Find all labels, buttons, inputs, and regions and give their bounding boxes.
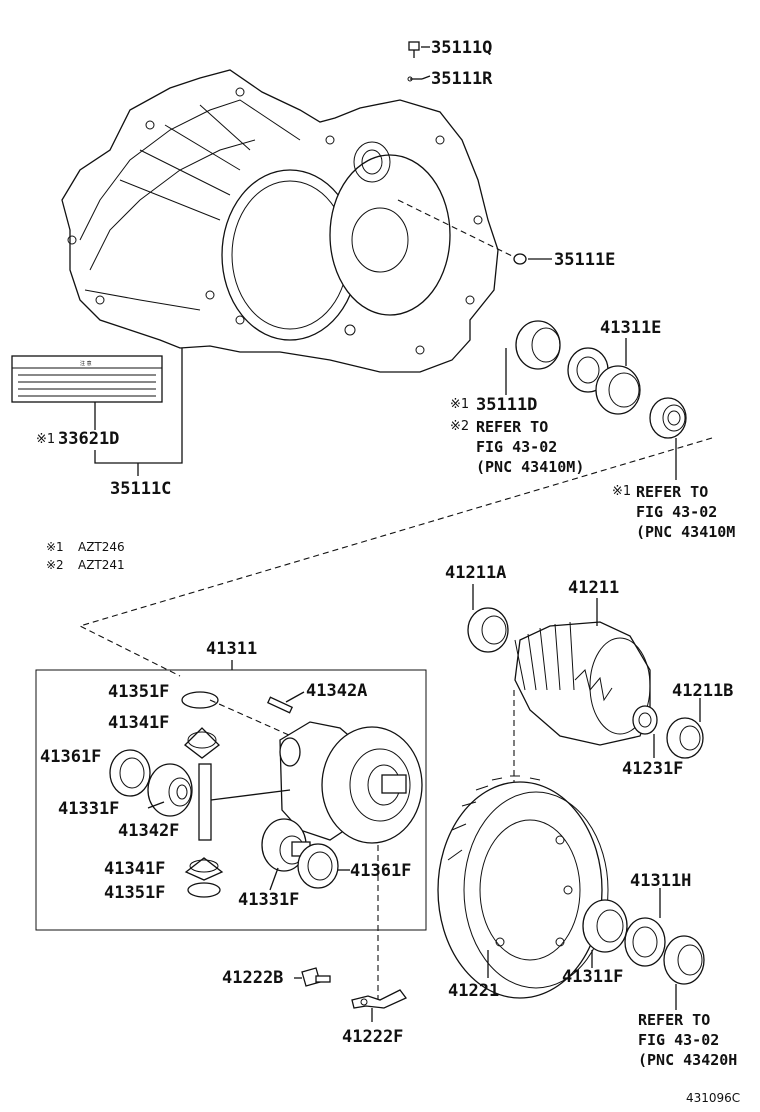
oil-seal-35111d	[515, 320, 561, 370]
pinion-shaft-41342f	[198, 763, 212, 841]
assembly-leader-dashed	[78, 437, 713, 677]
caution-label-sticker: 注 意	[11, 355, 163, 403]
leader-35111e-dashed	[397, 199, 513, 257]
pin-41342a	[266, 696, 294, 714]
note-2-text: AZT241	[78, 558, 125, 572]
pinion-gear-41341f-bottom	[184, 857, 224, 881]
ref-c-line1: REFER TO	[638, 1011, 710, 1029]
ref-a-line3: (PNC 43410M)	[476, 458, 584, 476]
note-mark-ref-a: ※2	[450, 419, 469, 434]
differential-case	[279, 721, 423, 844]
part-label-41331f-bottom: 41331F	[238, 890, 299, 910]
part-label-41342f: 41342F	[118, 821, 179, 841]
transaxle-housing	[61, 69, 499, 373]
differential-assembly-box	[35, 669, 427, 931]
note-1-mark: ※1	[46, 540, 64, 554]
part-label-35111d: 35111D	[476, 395, 537, 415]
part-label-41351f-bottom: 41351F	[104, 883, 165, 903]
part-label-41341f-top: 41341F	[108, 713, 169, 733]
ref-b-line1: REFER TO	[636, 483, 708, 501]
part-label-41222f: 41222F	[342, 1027, 403, 1047]
part-label-35111q: 35111Q	[431, 38, 492, 58]
ref-c-line3: (PNC 43420H	[638, 1051, 737, 1069]
bearing-41211a	[467, 607, 509, 653]
part-label-41221: 41221	[448, 981, 499, 1001]
drive-gear-41211	[514, 621, 651, 746]
part-label-41351f-top: 41351F	[108, 682, 169, 702]
oring-35111e	[513, 253, 527, 265]
part-label-35111c: 35111C	[110, 479, 171, 499]
part-label-41311e: 41311E	[600, 318, 661, 338]
note-mark-33621d: ※1	[36, 432, 55, 447]
ref-c-line2: FIG 43-02	[638, 1031, 719, 1049]
part-label-41311h: 41311H	[630, 871, 691, 891]
part-label-41211: 41211	[568, 578, 619, 598]
ref-b-line2: FIG 43-02	[636, 503, 717, 521]
part-label-41222b: 41222B	[222, 968, 283, 988]
part-label-41341f-bottom: 41341F	[104, 859, 165, 879]
bolt-35111q	[408, 41, 430, 58]
leader-assembly-dashed	[209, 699, 301, 741]
shim-41311h	[624, 917, 666, 967]
ring-gear-41221	[437, 775, 609, 999]
side-gear-41331f-left	[147, 763, 193, 817]
bolt-41222b	[301, 967, 331, 987]
bearing-41211b	[666, 717, 704, 759]
pin-35111r	[407, 75, 431, 82]
part-label-41342a: 41342A	[306, 681, 367, 701]
note-2-mark: ※2	[46, 558, 64, 572]
ref-b-line3: (PNC 43410M	[636, 523, 735, 541]
bearing-ref-43420h	[663, 935, 705, 985]
sticker-title: 注 意	[80, 360, 92, 367]
note-mark-ref-b: ※1	[612, 484, 631, 499]
part-label-41311: 41311	[206, 639, 257, 659]
part-label-35111r: 35111R	[431, 69, 493, 89]
part-label-41361f-left: 41361F	[40, 747, 101, 767]
bearing-race-41311e	[595, 365, 641, 415]
part-label-41211b: 41211B	[672, 681, 733, 701]
part-label-35111e: 35111E	[554, 250, 615, 270]
note-mark-35111d: ※1	[450, 397, 469, 412]
ref-a-line1: REFER TO	[476, 418, 548, 436]
part-label-33621d: 33621D	[58, 429, 119, 449]
washer-41351f-top	[181, 691, 219, 709]
part-label-41311f: 41311F	[562, 967, 623, 987]
washer-41351f-bottom	[187, 882, 221, 898]
pinion-gear-41341f-top	[184, 727, 220, 759]
note-1-text: AZT246	[78, 540, 125, 554]
part-label-41231f: 41231F	[622, 759, 683, 779]
bracket-41222f	[351, 989, 408, 1009]
part-label-41331f-left: 41331F	[58, 799, 119, 819]
part-label-41361f-right: 41361F	[350, 861, 411, 881]
ref-a-line2: FIG 43-02	[476, 438, 557, 456]
bearing-41311e	[649, 397, 687, 439]
bearing-41311f	[582, 899, 628, 953]
figure-code: 431096C	[686, 1091, 740, 1105]
sleeve-41231f	[632, 705, 658, 735]
part-label-41211a: 41211A	[445, 563, 506, 583]
